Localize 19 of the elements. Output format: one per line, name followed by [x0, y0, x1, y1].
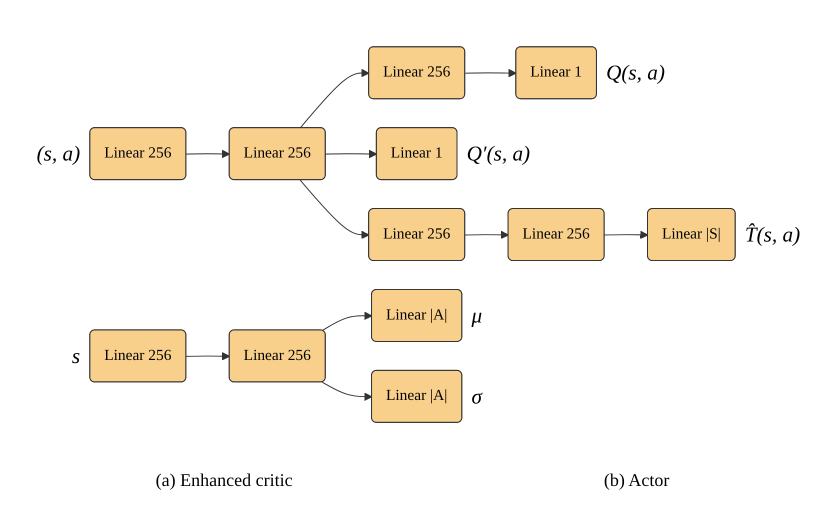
output-label: Q(s, a): [606, 61, 665, 86]
arrow: [464, 69, 517, 78]
arrow: [322, 382, 372, 402]
arrow: [186, 150, 230, 159]
arrow: [186, 352, 230, 361]
figure-caption: (a) Enhanced critic: [156, 470, 293, 491]
figure-caption: (b) Actor: [604, 470, 670, 491]
arrow: [604, 231, 648, 240]
arrow: [325, 150, 378, 159]
arrow: [300, 180, 370, 240]
arrow: [464, 231, 509, 240]
input-label: (s, a): [36, 142, 80, 166]
arrow: [300, 69, 370, 130]
output-label: μ: [471, 304, 482, 328]
arrow: [322, 312, 372, 332]
output-label: T̂(s, a): [744, 223, 800, 247]
output-label: Q′(s, a): [466, 142, 530, 166]
output-label: σ: [471, 384, 482, 409]
input-label: s: [72, 344, 80, 368]
